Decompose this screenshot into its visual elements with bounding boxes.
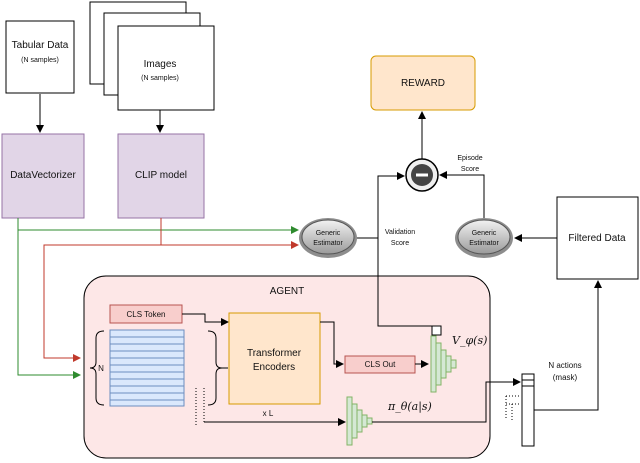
filtered-data-box xyxy=(556,196,639,280)
embedding-rows xyxy=(109,329,185,407)
tabular-data-sub: (N samples) xyxy=(21,57,59,64)
validation-score-line2: Score xyxy=(391,240,409,247)
cls-token-label: CLS Token xyxy=(127,310,166,319)
validation-score-line1: Validation xyxy=(385,229,415,236)
cls-out-label: CLS Out xyxy=(365,360,396,369)
reward-box xyxy=(370,55,476,111)
episode-score-line2: Score xyxy=(461,166,479,173)
transformer-encoders-box xyxy=(228,312,321,405)
generic-estimator-left-line2: Estimator xyxy=(313,240,343,247)
tabular-data-box xyxy=(5,20,75,94)
transformer-line1: Transformer xyxy=(247,348,302,359)
images-sub: (N samples) xyxy=(141,75,179,82)
value-network xyxy=(430,335,457,393)
transformer-line2: Encoders xyxy=(253,362,295,373)
datavectorizer-label: DataVectorizer xyxy=(10,170,76,181)
filtered-data-label: Filtered Data xyxy=(568,233,626,244)
clip-model-label: CLIP model xyxy=(135,170,187,181)
generic-estimator-left-line1: Generic xyxy=(316,230,341,237)
datavectorizer-box xyxy=(1,133,85,219)
episode-score-line1: Episode xyxy=(457,155,482,162)
value-label: V_φ(s) xyxy=(452,334,487,347)
generic-estimator-right-line2: Estimator xyxy=(469,240,499,247)
images-title: Images xyxy=(144,59,177,70)
actions-line2: (mask) xyxy=(553,373,578,382)
generic-estimator-right-line1: Generic xyxy=(472,230,497,237)
action-mask-bar xyxy=(521,373,535,447)
policy-label: π_θ(a|s) xyxy=(387,400,432,414)
xl-label: x L xyxy=(263,409,274,418)
actions-line1: N actions xyxy=(548,361,581,370)
policy-network xyxy=(346,396,373,446)
agent-title: AGENT xyxy=(270,286,304,297)
left-brace xyxy=(89,330,105,406)
value-output-cell xyxy=(431,325,442,336)
reward-label: REWARD xyxy=(401,78,445,89)
images-box xyxy=(117,25,215,111)
clip-model-box xyxy=(117,133,205,219)
tabular-data-title: Tabular Data xyxy=(12,40,69,51)
n-label: N xyxy=(98,364,104,373)
